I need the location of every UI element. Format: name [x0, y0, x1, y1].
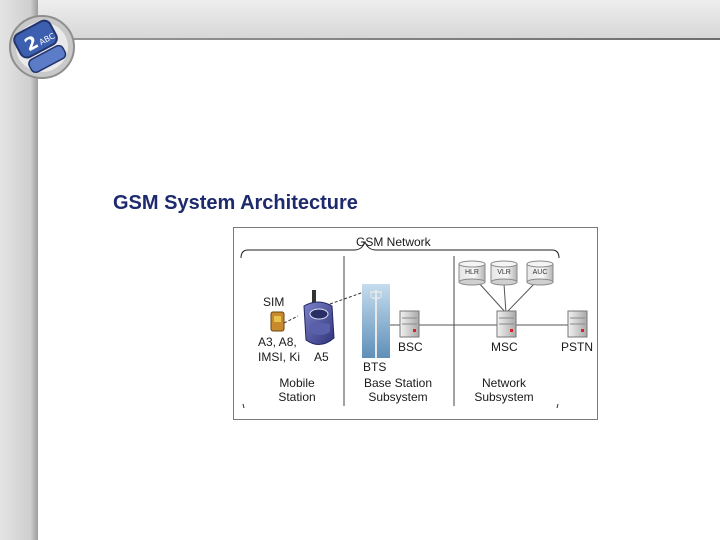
- link-vlr-msc: [503, 283, 507, 314]
- hlr-label: HLR: [464, 269, 479, 276]
- mobile-phone-icon: [303, 290, 335, 345]
- section-network-subsystem: Network Subsystem: [464, 376, 544, 404]
- section-mobile-line2: Station: [278, 390, 316, 404]
- architecture-diagram: [240, 240, 588, 409]
- bsc-label: BSC: [398, 340, 423, 354]
- network-brace: [240, 240, 560, 259]
- section-mobile-station: Mobile Station: [262, 376, 332, 404]
- msc-label: MSC: [491, 340, 518, 354]
- vlr-label: VLR: [497, 269, 511, 276]
- brace-tick-left: [242, 403, 245, 409]
- link-auc-msc: [505, 281, 537, 314]
- section-mobile-line1: Mobile: [279, 376, 315, 390]
- bts-tower-icon: [362, 284, 390, 358]
- vlr-database-icon: [490, 260, 518, 286]
- algorithms-label: A3, A8,: [258, 335, 297, 349]
- bsc-server-icon: [399, 310, 420, 338]
- section-nss-line2: Subsystem: [474, 390, 534, 404]
- gsm-architecture-figure: HLR VLR AUC GSM Network SIM A3, A8, IMSI…: [233, 227, 598, 420]
- radio-link: [329, 291, 365, 305]
- left-sidebar-band: [0, 0, 38, 540]
- link-sim-phone: [283, 315, 299, 324]
- header-band: [0, 0, 720, 40]
- auc-label: AUC: [532, 269, 548, 276]
- hlr-database-icon: [458, 260, 486, 286]
- section-bss-line1: Base Station: [363, 376, 433, 390]
- a5-label: A5: [314, 350, 329, 364]
- section-bss-line2: Subsystem: [368, 390, 428, 404]
- link-hlr-msc: [477, 281, 507, 314]
- gsm-network-label: GSM Network: [356, 235, 431, 249]
- slide-title: GSM System Architecture: [113, 192, 358, 214]
- sim-card-icon: [270, 311, 285, 332]
- auc-database-icon: [526, 260, 554, 286]
- bts-label: BTS: [363, 360, 387, 374]
- sim-label: SIM: [263, 295, 285, 309]
- identifiers-label: IMSI, Ki: [258, 350, 301, 364]
- msc-server-icon: [496, 310, 517, 338]
- keypad-logo: 2 ABC: [9, 15, 75, 79]
- pstn-server-icon: [567, 310, 588, 338]
- section-nss-line1: Network: [481, 376, 526, 390]
- brace-tick-right: [556, 403, 559, 409]
- section-base-station-subsystem: Base Station Subsystem: [356, 376, 440, 404]
- pstn-label: PSTN: [561, 340, 594, 354]
